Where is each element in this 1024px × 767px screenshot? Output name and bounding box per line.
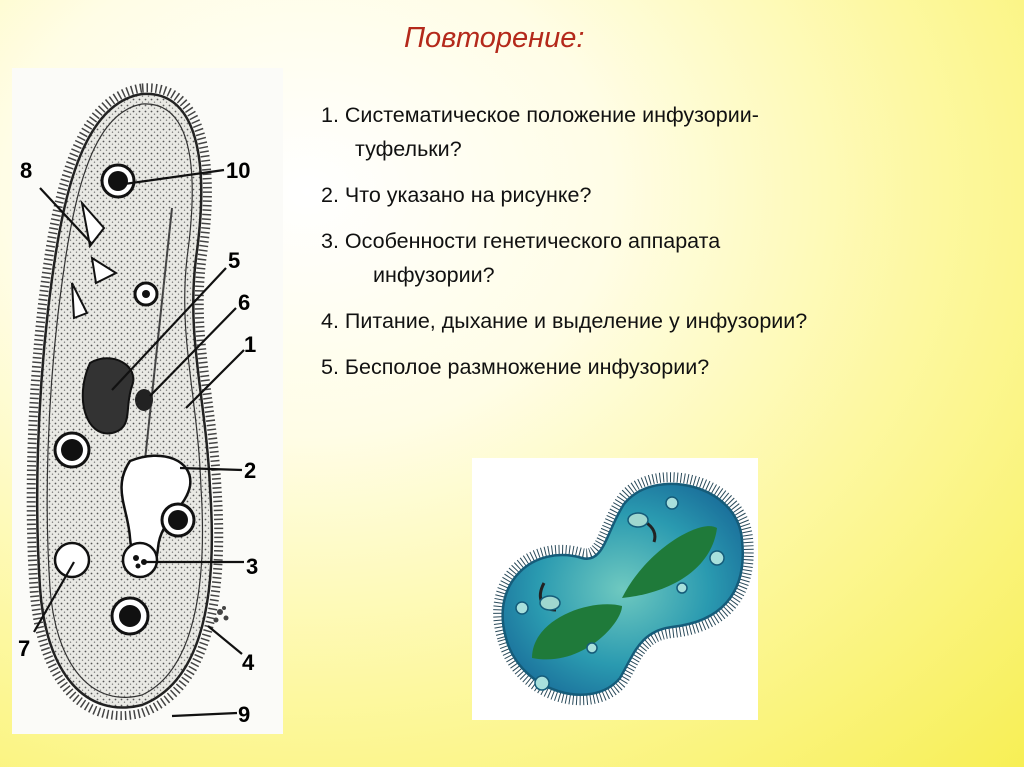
label-10: 10	[226, 158, 250, 183]
oral-groove	[141, 207, 173, 489]
label-4: 4	[242, 650, 255, 675]
question-1-line-1: 1. Систематическое положение инфузории-	[321, 103, 759, 127]
division-macronucleus-lower	[532, 604, 622, 660]
label-2: 2	[244, 458, 256, 483]
label-3: 3	[246, 554, 258, 579]
micronucleus	[135, 389, 153, 411]
macronucleus	[81, 357, 135, 435]
question-3-line-2: инфузории?	[373, 263, 495, 287]
contractile-vacuole-bottom	[53, 541, 91, 579]
paramecium-division-illustration	[472, 458, 758, 720]
paramecium-diagram: 8 10 5 6 1 2 3 4 7 9	[12, 68, 283, 734]
label-9: 9	[238, 702, 250, 727]
slide-title: Повторение:	[404, 22, 585, 54]
question-5-line-1: 5. Бесполое размножение инфузории?	[321, 355, 710, 379]
division-body	[501, 482, 745, 696]
division-cytostome-lower	[539, 595, 561, 611]
question-1: 1. Систематическое положение инфузории- …	[321, 98, 1001, 166]
division-vacuoles	[515, 496, 725, 691]
division-macronucleus-upper	[622, 526, 717, 598]
question-2: 2. Что указано на рисунке?	[321, 178, 1001, 212]
paramecium-diagram-svg: 8 10 5 6 1 2 3 4 7 9	[18, 83, 258, 727]
label-1: 1	[244, 332, 256, 357]
question-4-line-1: 4. Питание, дыхание и выделение у инфузо…	[321, 309, 808, 333]
label-7: 7	[18, 636, 30, 661]
division-illustration-svg	[493, 472, 754, 706]
leader-lines	[33, 168, 245, 718]
question-3-line-1: 3. Особенности генетического аппарата	[321, 229, 721, 253]
trichocysts	[71, 199, 119, 320]
question-3: 3. Особенности генетического аппарата ин…	[321, 224, 1001, 292]
question-2-line-1: 2. Что указано на рисунке?	[321, 183, 592, 207]
label-8: 8	[20, 158, 32, 183]
question-1-line-2: туфельки?	[355, 137, 462, 161]
question-4: 4. Питание, дыхание и выделение у инфузо…	[321, 304, 1001, 338]
division-cytostome-upper	[627, 512, 649, 528]
cytopharynx	[120, 454, 192, 567]
question-list: 1. Систематическое положение инфузории- …	[321, 98, 1001, 396]
forming-vacuole	[121, 541, 159, 579]
label-5: 5	[228, 248, 240, 273]
label-6: 6	[238, 290, 250, 315]
question-5: 5. Бесполое размножение инфузории?	[321, 350, 1001, 384]
cell-membrane	[46, 103, 204, 698]
excreted-debris	[213, 606, 229, 623]
